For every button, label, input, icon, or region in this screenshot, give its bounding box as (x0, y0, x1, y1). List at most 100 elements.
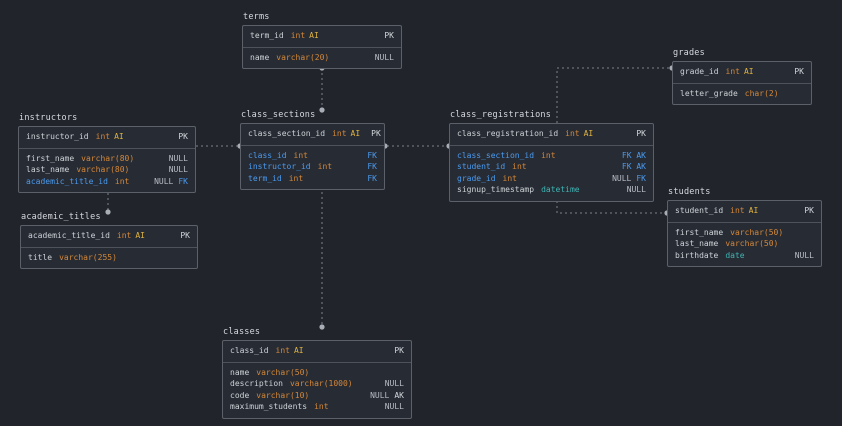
column-type: int (502, 173, 517, 183)
entity-title: grades (673, 48, 705, 58)
nullable-flag: NULL (168, 153, 188, 163)
column-type: varchar(255) (59, 252, 117, 262)
column-type: varchar(80) (76, 165, 130, 174)
key-flag: FK (367, 162, 377, 171)
auto-increment-flag: AI (743, 67, 754, 76)
column-name: last_name (26, 165, 70, 174)
column-type: date (725, 250, 745, 260)
entity-title: class_registrations (450, 110, 552, 120)
key-flag: PK (394, 346, 404, 355)
nullable-flag: NULL (374, 52, 394, 62)
column-type: int (275, 346, 290, 355)
column-name: code (230, 390, 250, 400)
key-flag: PK (371, 129, 381, 138)
column-name: grade_id (457, 173, 496, 183)
column-name: first_name (675, 227, 724, 237)
column-name: instructor_id (26, 132, 89, 141)
key-flag: PK (794, 67, 804, 76)
key-flag: PK (178, 132, 188, 141)
column-name: class_id (230, 346, 269, 355)
auto-increment-flag: AI (350, 129, 361, 138)
column-type: int (116, 231, 132, 240)
entity-title: classes (223, 327, 261, 337)
nullable-flag: NULL (370, 390, 390, 400)
key-flag: PK (804, 206, 814, 215)
column-type: varchar(50) (725, 239, 779, 248)
column-name: term_id (250, 31, 284, 40)
column-type: varchar(50) (256, 367, 310, 377)
column-name: name (230, 367, 250, 377)
column-row[interactable]: name varchar(50) (230, 367, 404, 379)
column-name: class_registration_id (457, 129, 559, 138)
nullable-flag: NULL (626, 185, 646, 194)
auto-increment-flag: AI (135, 231, 145, 240)
entity-title: class_sections (241, 110, 316, 120)
column-name: birthdate (675, 250, 719, 260)
key-flag: FK (367, 150, 377, 160)
column-name: student_id (457, 162, 506, 171)
column-type: int (288, 173, 304, 183)
key-flag: FK AK (621, 150, 646, 160)
column-row[interactable]: term_id int FK (248, 173, 377, 185)
key-flag: PK (384, 31, 394, 40)
column-name: letter_grade (680, 88, 738, 98)
key-flag: FK (636, 173, 646, 183)
column-type: int (293, 150, 308, 160)
column-type: varchar(20) (276, 52, 330, 62)
column-type: int (332, 129, 347, 138)
key-flag: FK (367, 173, 377, 183)
column-type: int (730, 206, 745, 215)
entity-class-registrations[interactable]: class_registrations class_registration_id… (449, 110, 654, 202)
column-name: term_id (248, 173, 282, 183)
column-type: int (290, 31, 306, 40)
key-flag: FK AK (621, 162, 646, 171)
column-type: datetime (541, 185, 580, 194)
column-name: academic_title_id (26, 176, 108, 186)
